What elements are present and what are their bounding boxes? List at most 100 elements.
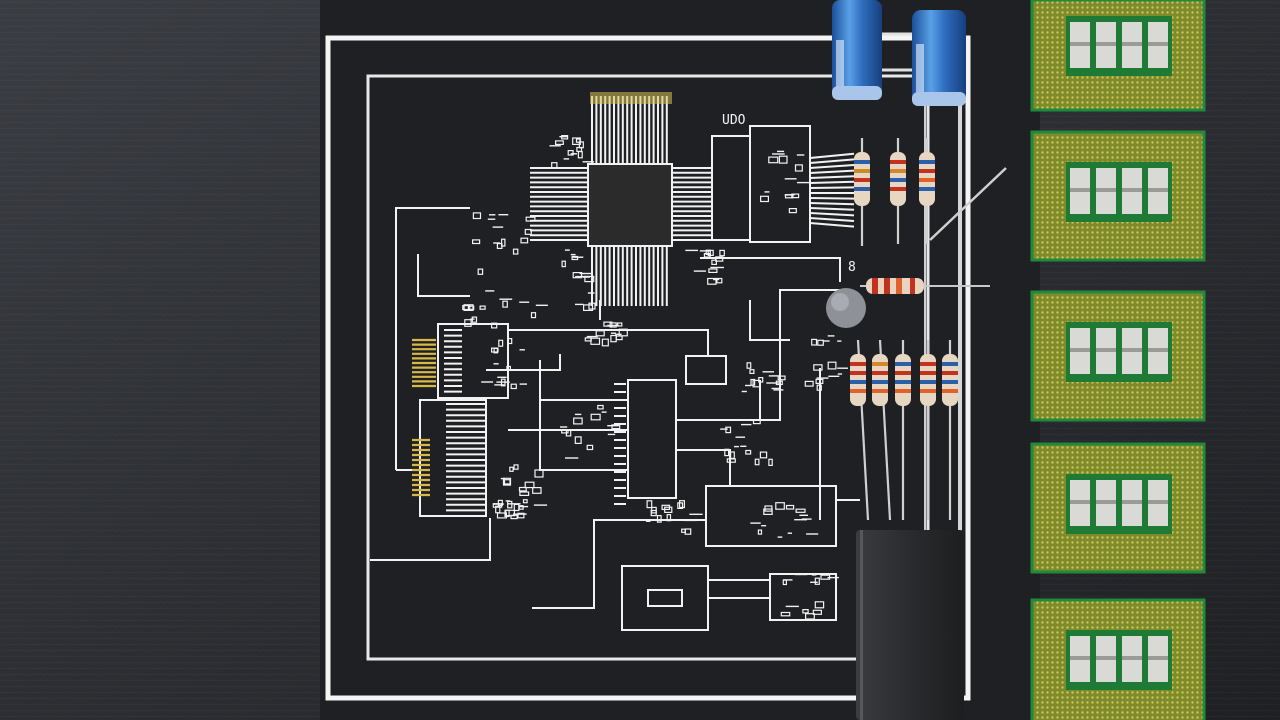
schematic-mark	[503, 479, 511, 485]
schematic-mark	[780, 611, 791, 617]
schematic-mark	[715, 256, 724, 262]
pcb-chip	[1030, 598, 1206, 720]
schematic-mark	[477, 268, 484, 275]
udo-block	[749, 125, 811, 243]
schematic-mark	[575, 138, 581, 143]
pcb-component-seam	[1070, 188, 1090, 192]
schematic-mark	[650, 509, 657, 517]
schematic-mark	[502, 300, 508, 308]
schematic-mark	[520, 237, 529, 244]
fan-line	[809, 217, 855, 222]
resistor-band	[854, 169, 870, 173]
resistor-horizontal	[860, 278, 990, 294]
schematic-mark	[524, 481, 535, 489]
schematic-mark	[788, 208, 797, 214]
round-component	[826, 288, 866, 328]
schematic-mark	[791, 193, 800, 199]
schematic-mark	[491, 322, 498, 329]
schematic-mark	[561, 135, 569, 140]
wire	[508, 329, 709, 356]
resistor-band	[854, 178, 870, 182]
pcb-chip-column	[1030, 0, 1206, 720]
schematic-mark	[609, 322, 617, 328]
resistor-band	[872, 362, 888, 366]
schematic-mark	[618, 328, 628, 337]
pcb-component-seam	[1096, 42, 1116, 46]
left-ic-block	[437, 323, 509, 399]
schematic-mark	[616, 322, 623, 327]
schematic-mark	[768, 458, 773, 466]
resistor-band	[850, 389, 866, 393]
schematic-mark	[719, 249, 725, 257]
schematic-mark	[472, 212, 482, 220]
schematic-mark	[725, 426, 732, 434]
schematic-mark	[813, 364, 823, 371]
schematic-mark	[500, 378, 506, 387]
pcb-component-seam	[1148, 188, 1168, 192]
schematic-mark	[572, 272, 583, 279]
schematic-mark	[509, 466, 514, 472]
pcb-chip	[1030, 0, 1206, 112]
schematic-mark	[532, 487, 542, 494]
schematic-mark	[746, 362, 752, 369]
resistor-band	[890, 160, 906, 164]
schematic-mark	[768, 156, 779, 164]
schematic-mark	[795, 508, 806, 513]
schematic-mark	[551, 162, 558, 169]
capacitor-left	[832, 0, 882, 100]
schematic-mark	[577, 151, 583, 159]
schematic-mark	[745, 449, 752, 455]
outer-frame	[325, 35, 971, 701]
schematic-mark	[584, 275, 595, 283]
schematic-mark	[677, 502, 684, 509]
fan-line	[809, 169, 855, 174]
schematic-mark	[814, 601, 825, 609]
node-label: 8	[848, 260, 856, 275]
schematic-mark	[775, 502, 785, 510]
ic-pins-top	[590, 92, 672, 164]
schematic-mark	[497, 499, 503, 507]
fan-line	[809, 152, 855, 159]
resistor-band	[919, 178, 935, 182]
wire	[417, 254, 470, 297]
fan-line	[809, 222, 855, 228]
schematic-mark	[749, 369, 755, 375]
wire	[676, 449, 731, 486]
schematic-mark	[816, 384, 822, 391]
schematic-mark	[597, 404, 604, 410]
schematic-mark	[561, 260, 566, 268]
fan-line	[809, 202, 855, 206]
resistor-band	[920, 380, 936, 384]
ic-pins-left	[530, 167, 588, 241]
schematic-mark	[815, 378, 824, 384]
schematic-mark	[463, 304, 474, 311]
schematic-mark	[716, 277, 723, 284]
schematic-mark	[726, 458, 736, 463]
left-header-block	[419, 399, 487, 517]
resistor-band	[942, 371, 958, 375]
schematic-mark	[561, 429, 569, 434]
schematic-mark	[763, 508, 773, 516]
schematic-mark	[582, 304, 594, 311]
pcb-chip	[1030, 130, 1206, 262]
schematic-mark	[804, 380, 814, 387]
pcb-component-seam	[1122, 42, 1142, 46]
schematic-mark	[752, 419, 761, 425]
angled-lead	[929, 167, 1007, 241]
schematic-mark	[754, 458, 760, 466]
schematic-mark	[517, 512, 525, 519]
resistor-band	[920, 371, 936, 375]
schematic-mark	[513, 464, 519, 470]
schematic-mark	[590, 413, 601, 421]
pcb-component-seam	[1096, 348, 1116, 352]
schematic-mark	[498, 339, 504, 347]
pcb-component-seam	[1148, 656, 1168, 660]
wire	[700, 257, 841, 282]
pcb-component-seam	[1096, 188, 1116, 192]
pcb-component-seam	[1070, 348, 1090, 352]
fan-line	[809, 180, 855, 184]
ic-pins-bottom	[591, 246, 668, 306]
fan-line	[809, 164, 855, 169]
